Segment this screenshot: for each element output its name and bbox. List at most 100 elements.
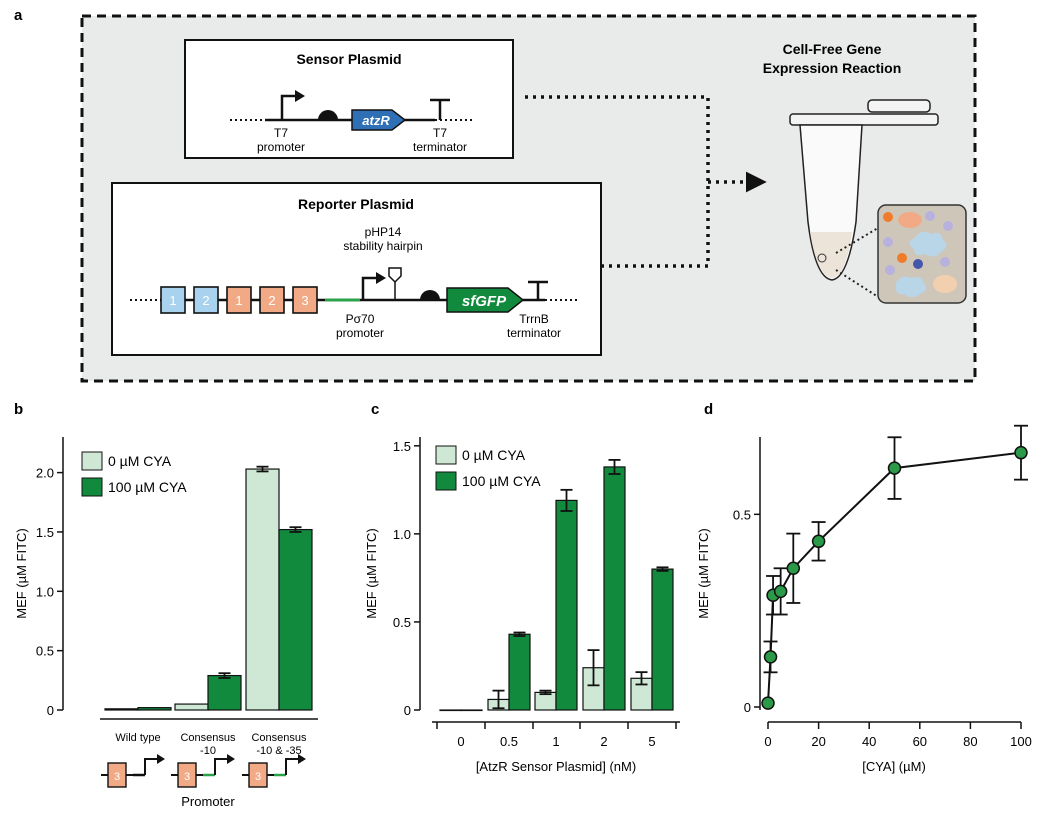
psigma70-label-2: promoter [336, 326, 384, 340]
bar-dark [603, 466, 626, 711]
hairpin-label-1: pHP14 [365, 225, 402, 239]
atzr-gene-label: atzR [362, 113, 390, 128]
bar-light [439, 709, 462, 712]
t7-terminator-label-1: T7 [433, 126, 447, 140]
x-tick-label: 60 [913, 734, 927, 749]
operator-site-label: 1 [169, 293, 176, 308]
sensor-plasmid: Sensor Plasmid atzR T7 promoter T7 termi… [184, 39, 514, 159]
promoter-variant-icon: 3 [171, 754, 235, 788]
panel-label-c: c [371, 401, 379, 418]
operator-site-label: 2 [268, 293, 275, 308]
operator-site-label: 3 [114, 771, 120, 783]
legend-label: 0 µM CYA [462, 447, 526, 463]
bar-dark [207, 674, 242, 711]
operator-site-1 [160, 286, 186, 314]
arrowhead-icon [298, 754, 306, 764]
reporter-plasmid: Reporter Plasmid pHP14 stability hairpin… [111, 182, 602, 356]
y-tick-label: 1.0 [393, 527, 411, 542]
t7-promoter-label-2: promoter [257, 140, 305, 154]
sensor-plasmid-title: Sensor Plasmid [296, 51, 401, 67]
bar-light [245, 468, 280, 711]
terminator-icon-2 [528, 280, 548, 300]
t7-promoter-label-1: T7 [274, 126, 288, 140]
hairpin-label-2: stability hairpin [343, 239, 422, 253]
panel-label-a: a [14, 7, 23, 24]
x-category-label: Consensus [251, 732, 307, 744]
y-tick-label: 2.0 [36, 466, 54, 481]
bar-light [104, 708, 139, 711]
rbs-icon-2 [420, 290, 440, 300]
sfgfp-gene [446, 287, 525, 313]
operator-site-label: 3 [255, 771, 261, 783]
operator-site-5 [292, 286, 318, 314]
operator-site-2 [193, 286, 219, 314]
y-tick-label: 0.5 [36, 644, 54, 659]
x-tick-label: 5 [648, 734, 655, 749]
y-tick-label: 1.5 [393, 439, 411, 454]
y-tick-label: 0 [404, 703, 411, 718]
promoter-arrow-icon [285, 758, 299, 775]
cellfree-title-1: Cell-Free Gene [783, 41, 882, 57]
x-tick-label: 40 [862, 734, 876, 749]
x-tick-label: 20 [811, 734, 825, 749]
x-tick-label: 0 [764, 734, 771, 749]
arrowhead-icon [227, 754, 235, 764]
legend-label: 100 µM CYA [462, 473, 541, 489]
panel-label-b: b [14, 401, 23, 418]
x-category-label: -10 [200, 745, 216, 757]
operator-site-label: 3 [184, 771, 190, 783]
operator-site-label: 3 [301, 293, 308, 308]
tube-icon [789, 99, 939, 281]
bar-dark [651, 568, 674, 711]
trrnb-label-2: terminator [507, 326, 561, 340]
legend-label: 0 µM CYA [108, 453, 172, 469]
trrnb-label-1: TrrnB [519, 312, 549, 326]
y-axis-label: MEF (µM FITC) [14, 528, 29, 619]
x-tick-label: 0 [457, 734, 464, 749]
operator-site-4 [259, 286, 285, 314]
x-tick-label: 1 [552, 734, 559, 749]
rbs-icon [318, 110, 338, 120]
promoter-arrow-icon [214, 758, 228, 775]
arrowhead-icon [157, 754, 165, 764]
data-point [811, 534, 826, 549]
y-tick-label: 0 [744, 700, 751, 715]
y-tick-label: 0 [47, 703, 54, 718]
operator-site-3 [177, 762, 197, 788]
operator-site-label: 1 [235, 293, 242, 308]
hairpin-icon [388, 267, 402, 300]
y-axis-label: MEF (µM FITC) [696, 528, 711, 619]
promoter-arrow-icon [280, 94, 297, 120]
legend-swatch [81, 477, 103, 497]
data-point [887, 461, 902, 475]
bar-dark [460, 709, 483, 712]
cellfree-title-2: Expression Reaction [763, 60, 902, 76]
x-tick-label: 100 [1010, 734, 1032, 749]
reporter-plasmid-title: Reporter Plasmid [298, 196, 414, 212]
x-tick-label: 0.5 [500, 734, 518, 749]
y-tick-label: 0.5 [393, 615, 411, 630]
y-axis-label: MEF (µM FITC) [364, 528, 379, 619]
promoter-variant-icon: 3 [242, 754, 306, 788]
bar-dark [278, 528, 313, 711]
data-point [1014, 445, 1028, 460]
x-tick-label: 2 [600, 734, 607, 749]
atzr-gene [351, 109, 407, 131]
legend-swatch [81, 451, 103, 471]
promoter-variant-icon: 3 [101, 754, 165, 788]
bar-dark [555, 499, 578, 711]
reaction-contents-icon [877, 204, 967, 304]
promoter-arrow-icon [144, 758, 158, 775]
legend-swatch [435, 471, 457, 491]
sfgfp-gene-label: sfGFP [462, 293, 507, 310]
terminator-icon [430, 98, 450, 120]
connector-arrows [525, 95, 767, 268]
bar-dark [508, 633, 531, 711]
x-category-label: Consensus [180, 732, 236, 744]
x-category-label: Wild type [115, 732, 160, 744]
bar-light [174, 703, 209, 711]
data-point [761, 696, 775, 710]
